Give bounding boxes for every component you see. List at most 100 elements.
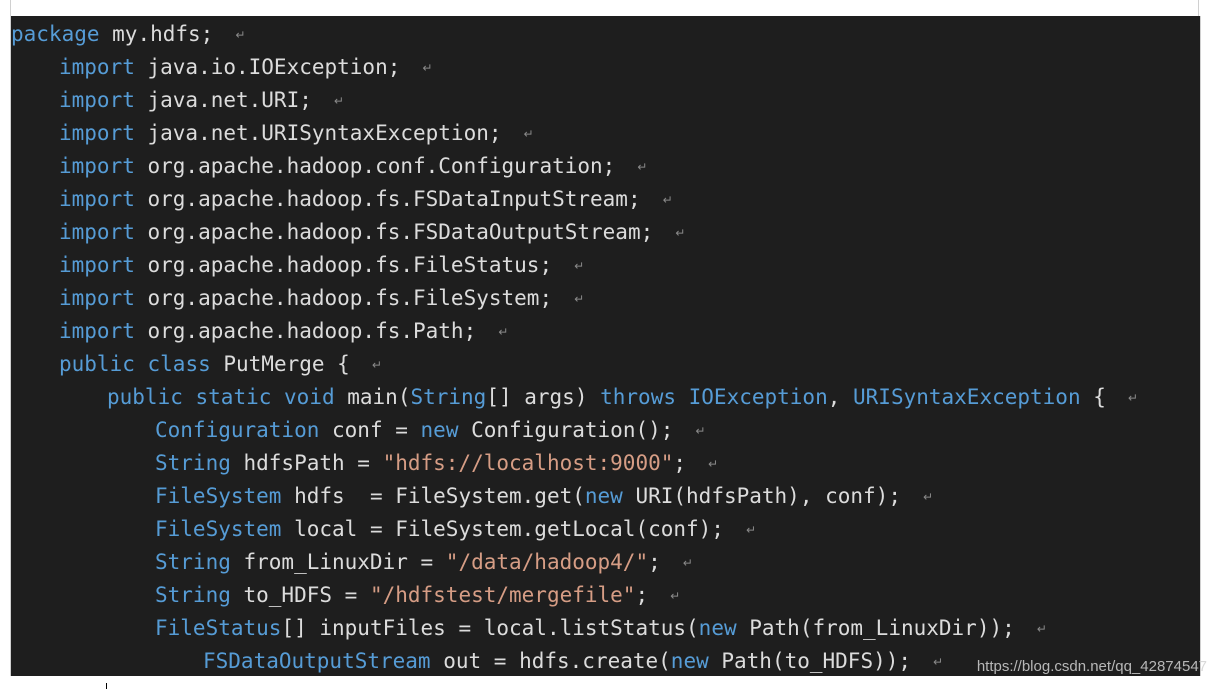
page-margin-right (1198, 0, 1199, 16)
code-line: import java.io.IOException;↵ (59, 51, 432, 84)
code-token: new (584, 484, 623, 508)
code-token: org.apache.hadoop.fs.FSDataOutputStream; (134, 220, 654, 244)
code-token: Path(to_HDFS)); (708, 649, 912, 673)
paragraph-mark-icon: ↵ (745, 522, 757, 537)
code-token: new (420, 418, 459, 442)
text-cursor (106, 683, 107, 689)
code-token: import (59, 88, 135, 112)
code-token (135, 352, 148, 376)
code-line: import org.apache.hadoop.fs.FSDataInputS… (59, 183, 673, 216)
code-token: Configuration(); (458, 418, 674, 442)
code-line: String from_LinuxDir = "/data/hadoop4/";… (155, 546, 693, 579)
code-line: FileSystem hdfs = FileSystem.get(new URI… (155, 480, 933, 513)
code-token: out = hdfs.create( (430, 649, 671, 673)
code-token: hdfsPath = (230, 451, 383, 475)
code-token: org.apache.hadoop.conf.Configuration; (134, 154, 616, 178)
code-token: new (670, 649, 709, 673)
code-line: FSDataOutputStream out = hdfs.create(new… (203, 645, 943, 676)
code-token: throws (600, 385, 676, 409)
code-token: java.net.URISyntaxException; (134, 121, 502, 145)
code-token: main( (334, 385, 411, 409)
page-bottom-strip (0, 676, 1215, 689)
code-token: ; (635, 583, 649, 607)
code-token: String (410, 385, 487, 409)
code-token: FileStatus (155, 616, 282, 640)
code-token: String (155, 583, 231, 607)
code-token: FileSystem (155, 517, 282, 541)
code-token (183, 385, 196, 409)
code-token: PutMerge { (210, 352, 350, 376)
code-token: import (59, 220, 135, 244)
code-token: [] args) (486, 385, 601, 409)
code-token: class (147, 352, 211, 376)
code-token: to_HDFS = (230, 583, 370, 607)
code-line: import org.apache.hadoop.conf.Configurat… (59, 150, 647, 183)
paragraph-mark-icon: ↵ (695, 423, 706, 438)
code-token: "hdfs://localhost:9000" (382, 451, 674, 475)
code-line: String to_HDFS = "/hdfstest/mergefile"; ↵ (155, 579, 680, 612)
code-token: , (827, 385, 854, 409)
paragraph-mark-icon: ↵ (235, 27, 246, 42)
code-line: import java.net.URI; ↵ (59, 84, 344, 117)
code-line: package my.hdfs;↵ (11, 18, 245, 51)
code-token: ; (673, 451, 687, 475)
code-token: ; (648, 550, 661, 574)
code-token: import (59, 286, 135, 310)
code-line: FileSystem local = FileSystem.getLocal(c… (155, 513, 756, 546)
code-line: import org.apache.hadoop.fs.FileSystem; ↵ (59, 282, 584, 315)
code-line: import org.apache.hadoop.fs.FileStatus; ↵ (59, 249, 584, 282)
code-line: Configuration conf = new Configuration()… (155, 414, 705, 447)
code-token (676, 385, 689, 409)
code-token: void (284, 385, 335, 409)
code-token: public (59, 352, 135, 376)
code-token: FSDataOutputStream (203, 649, 431, 673)
code-block[interactable]: package my.hdfs;↵import java.io.IOExcept… (10, 16, 1201, 676)
code-token: Path(from_LinuxDir)); (736, 616, 1015, 640)
watermark-text: https://blog.csdn.net/qq_42874547 (976, 658, 1207, 675)
code-token: org.apache.hadoop.fs.FileSystem; (134, 286, 553, 310)
code-line: import org.apache.hadoop.fs.Path;↵ (59, 315, 508, 348)
code-token: import (59, 253, 135, 277)
paragraph-mark-icon: ↵ (708, 456, 719, 471)
paragraph-mark-icon: ↵ (498, 324, 509, 339)
paragraph-mark-icon: ↵ (574, 291, 585, 306)
code-token: conf = (319, 418, 421, 442)
code-line: import java.net.URISyntaxException;↵ (59, 117, 534, 150)
code-token: String (155, 451, 231, 475)
code-token: FileSystem (155, 484, 282, 508)
code-token: "/data/hadoop4/" (445, 550, 649, 574)
code-line: public static void main(String[] args) t… (107, 381, 1138, 414)
code-token: String (155, 550, 231, 574)
code-token: URISyntaxException (853, 385, 1081, 409)
paragraph-mark-icon: ↵ (675, 225, 686, 240)
code-token: hdfs = FileSystem.get( (281, 484, 585, 508)
paragraph-mark-icon: ↵ (333, 93, 344, 108)
code-token: URI(hdfsPath), conf); (622, 484, 901, 508)
code-token (271, 385, 284, 409)
paragraph-mark-icon: ↵ (662, 192, 673, 207)
code-token: org.apache.hadoop.fs.FileStatus; (134, 253, 553, 277)
code-token: import (59, 55, 135, 79)
code-token: org.apache.hadoop.fs.FSDataInputStream; (134, 187, 641, 211)
code-token: Configuration (155, 418, 320, 442)
code-token: import (59, 121, 135, 145)
code-token: "/hdfstest/mergefile" (369, 583, 636, 607)
paragraph-mark-icon: ↵ (682, 555, 693, 570)
code-line: FileStatus[] inputFiles = local.listStat… (155, 612, 1047, 645)
paragraph-mark-icon: ↵ (933, 654, 944, 669)
code-token: java.io.IOException; (134, 55, 401, 79)
paragraph-mark-icon: ↵ (670, 588, 681, 603)
code-token: from_LinuxDir = (230, 550, 446, 574)
code-token: local = FileSystem.getLocal(conf); (281, 517, 724, 541)
paragraph-mark-icon: ↵ (1127, 390, 1138, 405)
paragraph-mark-icon: ↵ (922, 489, 934, 504)
code-token: java.net.URI; (134, 88, 312, 112)
paragraph-mark-icon: ↵ (1036, 621, 1047, 636)
code-token: { (1080, 385, 1106, 409)
code-token: public (107, 385, 183, 409)
paragraph-mark-icon: ↵ (574, 258, 585, 273)
code-token: new (698, 616, 737, 640)
code-token: static (195, 385, 272, 409)
code-token: package (11, 22, 100, 46)
code-token: [] inputFiles = local.listStatus( (281, 616, 699, 640)
